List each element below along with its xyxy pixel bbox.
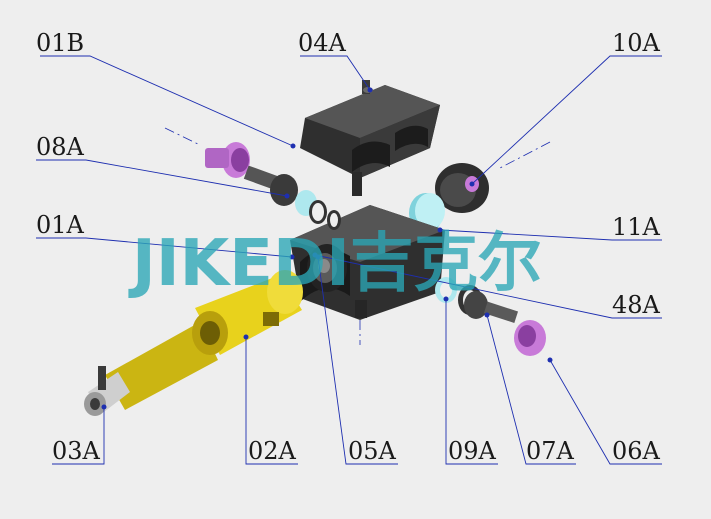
callout-label-11a: 11A xyxy=(612,213,661,241)
screw-stack-08a xyxy=(205,142,341,230)
callout-02a: 02A xyxy=(243,334,298,465)
callout-06a: 06A xyxy=(547,357,662,465)
callout-label-48a: 48A xyxy=(612,291,661,319)
callout-10a: 10A xyxy=(469,29,662,187)
callout-label-09a: 09A xyxy=(448,437,497,465)
assembly-axes xyxy=(164,127,551,345)
callout-label-01b: 01B xyxy=(36,29,84,57)
watermark-text: JIKEDI吉克尔 xyxy=(128,227,542,301)
callout-03a: 03A xyxy=(52,404,107,465)
handle-end-03a xyxy=(84,366,130,416)
callout-label-05a: 05A xyxy=(348,437,397,465)
callout-01b: 01B xyxy=(36,29,296,149)
callout-label-02a: 02A xyxy=(248,437,297,465)
callout-04a: 04A xyxy=(298,29,373,93)
callout-01a: 01A xyxy=(36,211,295,260)
callout-08a: 08A xyxy=(36,133,290,199)
callout-label-08a: 08A xyxy=(36,133,85,161)
callout-label-06a: 06A xyxy=(612,437,661,465)
lower-clamp-housing xyxy=(290,205,445,320)
screw-stack-right xyxy=(435,277,546,356)
callout-label-10a: 10A xyxy=(612,29,661,57)
callout-09a: 09A xyxy=(443,296,498,465)
callout-label-03a: 03A xyxy=(52,437,101,465)
callout-07a: 07A xyxy=(484,312,576,465)
yellow-arm-02a xyxy=(105,270,303,410)
callout-label-01a: 01A xyxy=(36,211,85,239)
callout-05a: 05A xyxy=(315,254,398,465)
callout-48a: 48A xyxy=(312,252,662,319)
upper-clamp-housing xyxy=(300,80,440,196)
callout-label-07a: 07A xyxy=(526,437,575,465)
callout-label-04a: 04A xyxy=(298,29,347,57)
callout-11a: 11A xyxy=(437,213,662,241)
